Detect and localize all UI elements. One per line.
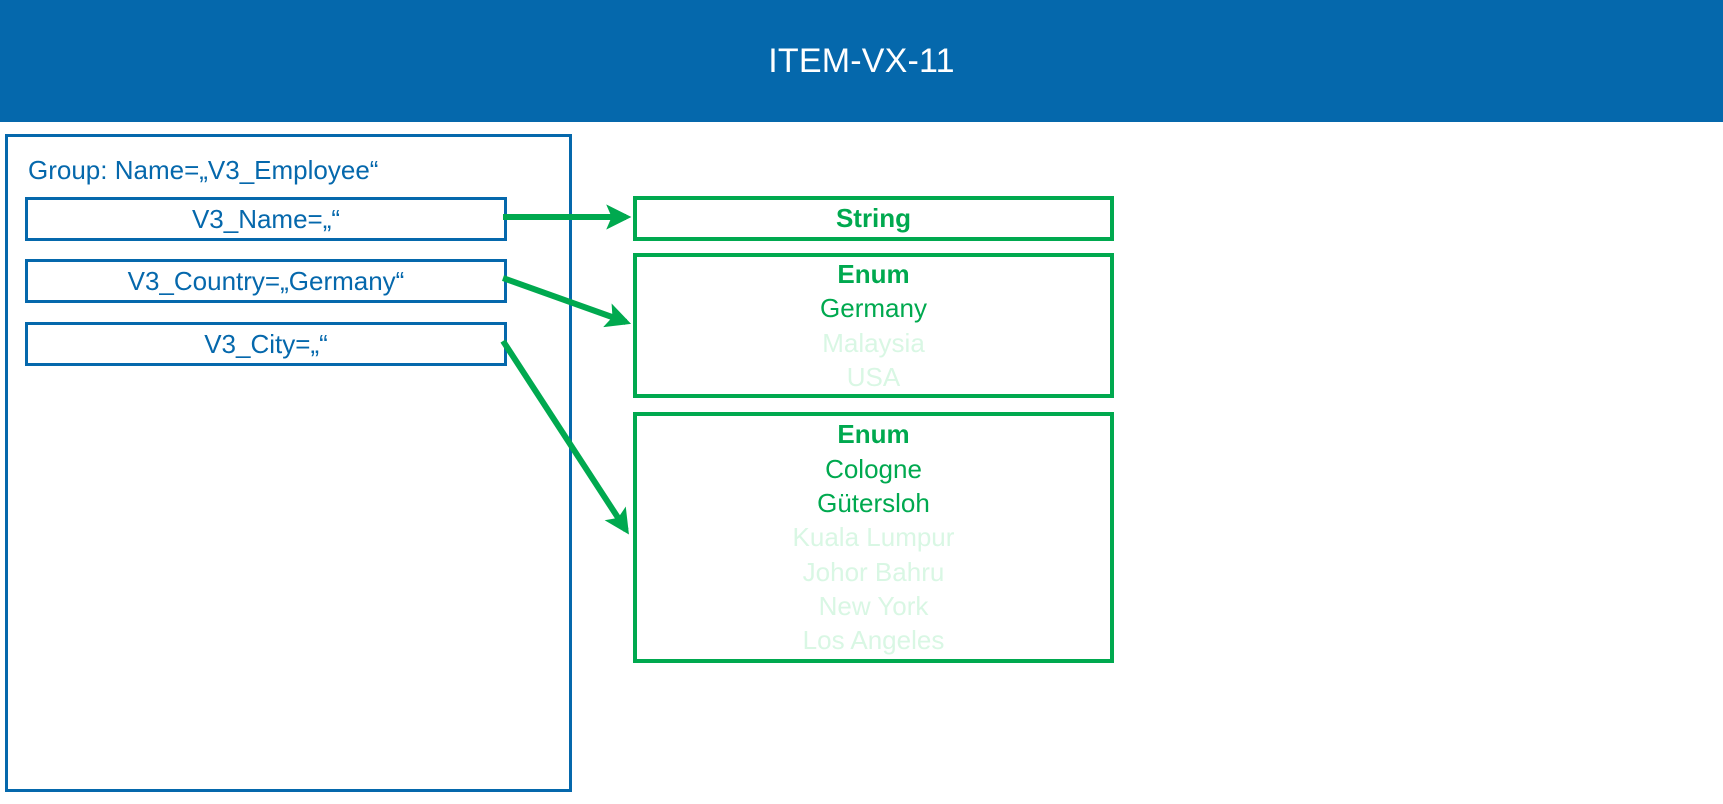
type-title: Enum [837,419,910,450]
type-box-enum-country[interactable]: Enum Germany Malaysia USA [633,253,1114,398]
attribute-box-name[interactable]: V3_Name=„“ [25,197,507,241]
enum-value: Gütersloh [817,488,930,519]
enum-value: USA [846,361,901,392]
attribute-label: V3_City=„“ [204,328,328,359]
header-banner: ITEM-VX-11 [0,0,1723,122]
attribute-label: V3_Name=„“ [191,203,341,234]
group-panel: Group: Name=„V3_Employee“ V3_Name=„“ V3_… [5,134,572,792]
enum-value: Cologne [825,453,922,484]
enum-value: Kuala Lumpur [792,522,955,553]
type-title: Enum [837,258,910,289]
type-box-enum-city[interactable]: Enum Cologne Gütersloh Kuala Lumpur Joho… [633,412,1114,663]
attribute-label: V3_Country=„Germany“ [127,265,405,296]
group-label: Group: Name=„V3_Employee“ [28,155,379,185]
attribute-box-country[interactable]: V3_Country=„Germany“ [25,259,507,303]
enum-value: Johor Bahru [802,556,945,587]
enum-value: Malaysia [822,327,925,358]
enum-value: Los Angeles [802,625,945,656]
type-title: String [835,203,912,234]
enum-value: Germany [820,293,927,324]
type-box-string[interactable]: String [633,196,1114,241]
attribute-box-city[interactable]: V3_City=„“ [25,322,507,366]
enum-value: New York [818,590,929,621]
page-title: ITEM-VX-11 [768,41,955,80]
